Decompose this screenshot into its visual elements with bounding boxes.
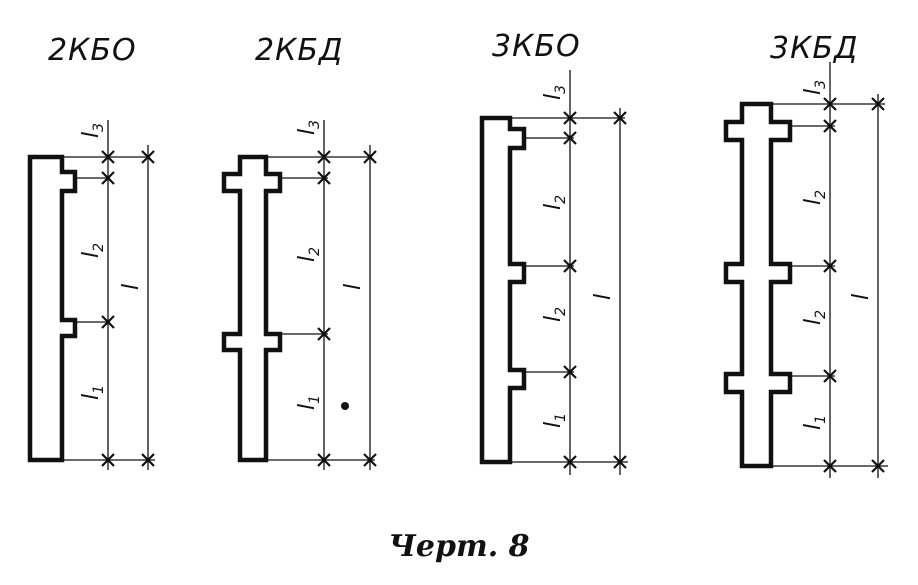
svg-text:l3: l3 [801,80,829,95]
dim-label-l3: l3 [79,123,107,138]
dim-label-l3: l3 [541,85,569,100]
svg-text:l2: l2 [801,310,829,325]
dim-label-l1: l1 [801,415,829,430]
dim-label-l3: l3 [801,80,829,95]
dim-label-l: l [119,284,144,290]
svg-text:l2: l2 [295,247,323,262]
svg-text:l3: l3 [295,120,323,135]
figure-caption: Черт. 8 [389,529,530,564]
column-3kbd-title: 3КБД [770,31,858,66]
svg-text:l: l [119,284,144,290]
column-3kbo: l3 l2 l2 l1 l [479,70,628,475]
column-2kbo: l3 l2 l1 l [27,120,155,470]
svg-text:l: l [591,294,616,300]
dim-label-l3: l3 [295,120,323,135]
column-2kbo-title: 2КБО [48,33,137,68]
svg-text:l1: l1 [801,415,829,430]
dim-label-l1: l1 [79,385,107,400]
dimension-ticks [823,97,885,473]
svg-text:l2: l2 [801,190,829,205]
dim-label-l: l [591,294,616,300]
column-3kbd: l3 l2 l2 l1 l [723,62,888,478]
dim-label-l2: l2 [79,243,107,258]
dim-label-l2-upper: l2 [801,190,829,205]
column-2kbd-outline [221,154,283,463]
svg-text:l3: l3 [79,123,107,138]
dim-label-l1: l1 [295,395,323,410]
dim-label-l2: l2 [295,247,323,262]
dim-label-l2-upper: l2 [541,195,569,210]
svg-text:l2: l2 [79,243,107,258]
dim-label-l1: l1 [541,413,569,428]
dimension-ticks [101,150,155,467]
svg-text:l3: l3 [541,85,569,100]
column-2kbd: l3 l2 l1 l [221,120,377,470]
dim-label-l: l [341,284,366,290]
dimension-ticks [317,150,377,467]
dimension-ticks [563,111,627,469]
column-3kbo-outline [479,115,527,465]
svg-text:l: l [849,294,874,300]
stray-dot [341,402,349,410]
dim-label-l: l [849,294,874,300]
column-3kbo-title: 3КБО [492,29,581,64]
column-2kbd-title: 2КБД [255,33,343,68]
dim-label-l2-lower: l2 [801,310,829,325]
column-3kbd-outline [723,101,793,469]
svg-text:l1: l1 [79,385,107,400]
column-2kbo-outline [27,154,78,463]
svg-text:l1: l1 [541,413,569,428]
svg-text:l1: l1 [295,395,323,410]
svg-text:l2: l2 [541,195,569,210]
svg-text:l: l [341,284,366,290]
dim-label-l2-lower: l2 [541,307,569,322]
svg-text:l2: l2 [541,307,569,322]
